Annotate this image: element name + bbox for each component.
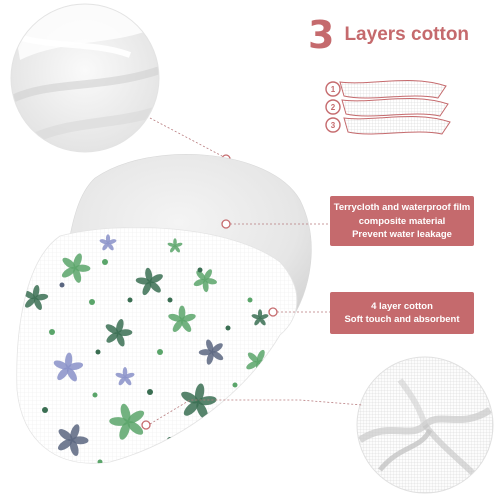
callout-line: Terrycloth and waterproof film — [333, 202, 471, 214]
connector-line — [149, 399, 363, 425]
layer-number: 2 — [331, 103, 336, 112]
layer-number-badge — [325, 117, 341, 133]
callout-line: Soft touch and absorbent — [344, 314, 460, 325]
callout-cotton: 4 layer cotton Soft touch and absorbent — [330, 292, 474, 334]
dot-print — [59, 282, 65, 288]
flower-print — [193, 269, 217, 293]
callout-terrycloth: Terrycloth and waterproof film composite… — [330, 196, 474, 246]
dot-print — [97, 459, 103, 464]
gauze-closeup — [356, 356, 494, 494]
flower-print — [251, 309, 269, 326]
dot-print — [127, 297, 133, 303]
flower-print — [109, 403, 145, 440]
flower-print — [57, 424, 89, 456]
dot-print — [247, 297, 253, 303]
dot-print — [197, 267, 203, 273]
marker-dot — [141, 420, 151, 430]
dot-print — [167, 297, 173, 303]
dot-print — [232, 382, 238, 388]
layer-sheet-3 — [343, 116, 451, 135]
connector-line — [149, 117, 223, 157]
layer-number: 3 — [331, 121, 336, 130]
dot-print — [225, 325, 231, 331]
flower-print — [105, 319, 133, 347]
terrycloth-closeup — [10, 3, 160, 153]
layer-number: 1 — [331, 85, 336, 94]
flower-print — [61, 253, 91, 283]
flower-print — [23, 284, 49, 310]
layer-sheet-1 — [339, 80, 447, 99]
callout-line: composite material — [358, 215, 446, 227]
patterned-cotton-layer — [16, 227, 298, 464]
dot-print — [147, 389, 153, 395]
marker-dot — [268, 307, 278, 317]
dot-print — [49, 329, 55, 335]
dot-print — [157, 349, 163, 355]
flower-print — [181, 383, 217, 420]
callout-line: Prevent water leakage — [352, 229, 452, 241]
layer-number-badge — [325, 81, 341, 97]
flower-print — [53, 352, 84, 382]
layers-diagram: 1 2 3 — [325, 80, 451, 135]
flower-print — [168, 305, 196, 332]
dot-print — [95, 349, 101, 355]
dot-print — [42, 407, 48, 413]
flower-print — [99, 234, 117, 251]
page-title: 3 Layers cotton — [308, 13, 470, 57]
marker-dot — [221, 219, 231, 229]
title-number: 3 — [308, 13, 335, 57]
dot-print — [92, 392, 98, 398]
dot-print — [89, 299, 95, 305]
layer-number-badge — [325, 99, 341, 115]
flower-print — [115, 367, 135, 386]
title-text: Layers cotton — [344, 24, 470, 45]
dot-print — [102, 259, 108, 265]
flower-print — [135, 267, 163, 296]
callout-line: 4 layer cotton — [371, 300, 433, 312]
flower-print — [198, 339, 224, 365]
layer-sheet-2 — [341, 98, 449, 117]
flower-print — [167, 238, 183, 253]
